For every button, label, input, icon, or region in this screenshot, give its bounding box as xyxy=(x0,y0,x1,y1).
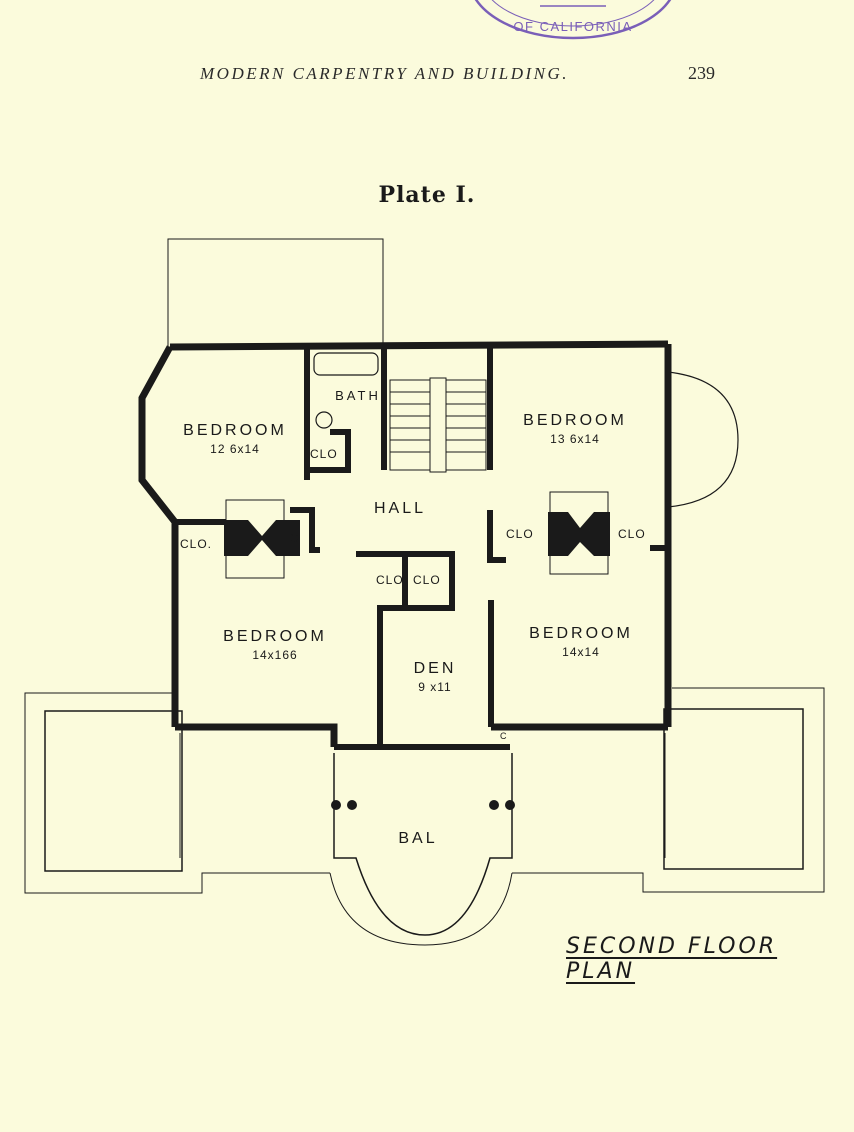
room-bedroom-se-name: BEDROOM xyxy=(529,625,633,642)
closet-label-small-c: C xyxy=(500,731,508,741)
bathtub xyxy=(313,352,379,376)
room-hall: HALL xyxy=(360,500,440,518)
stair-run-west xyxy=(389,379,431,471)
closet-label-east-left: CLO xyxy=(506,527,534,541)
west-porch-outline xyxy=(24,692,330,894)
library-stamp: OF CALIFORNIA xyxy=(474,0,672,40)
closet-label-east-right: CLO xyxy=(618,527,646,541)
room-bedroom-sw-dims: 14x166 xyxy=(252,648,298,662)
room-bedroom-nw-dims: 12 6x14 xyxy=(210,442,260,456)
room-den: DEN 9 x11 xyxy=(395,660,475,694)
room-bedroom-ne: BEDROOM 13 6x14 xyxy=(510,412,640,446)
east-porch-outline xyxy=(512,687,825,893)
room-bedroom-nw-name: BEDROOM xyxy=(183,422,287,439)
balcony-outline xyxy=(333,753,513,936)
wall-east-bedrooms xyxy=(487,510,506,563)
closet-label-bath: CLO xyxy=(310,447,338,461)
wall-bath-west xyxy=(304,347,351,473)
stamp-text: OF CALIFORNIA xyxy=(513,19,632,34)
room-balcony: BAL xyxy=(378,830,458,848)
wall-west-bedrooms-b xyxy=(290,507,320,553)
room-bath: BATH xyxy=(328,388,388,403)
plan-caption: SECOND FLOOR PLAN xyxy=(566,934,778,984)
closet-label-center-right: CLO xyxy=(413,573,441,587)
room-bedroom-sw: BEDROOM 14x166 xyxy=(205,628,345,662)
page-number: 239 xyxy=(688,63,715,83)
washbasin xyxy=(315,411,333,429)
closet-label-center-left: CLO xyxy=(376,573,404,587)
stair-run-east xyxy=(445,379,487,471)
east-porch-railing xyxy=(663,708,804,870)
room-den-name: DEN xyxy=(413,660,457,677)
closet-label-west-c: C xyxy=(290,531,300,545)
room-bedroom-ne-name: BEDROOM xyxy=(523,412,627,429)
running-title: MODERN CARPENTRY AND BUILDING. xyxy=(200,64,570,83)
room-bedroom-nw: BEDROOM 12 6x14 xyxy=(170,422,300,456)
room-bedroom-se-dims: 14x14 xyxy=(562,645,600,659)
exterior-wall-north xyxy=(169,340,669,351)
room-den-dims: 9 x11 xyxy=(418,680,452,694)
exterior-wall-south-west xyxy=(175,723,338,747)
room-bedroom-ne-dims: 13 6x14 xyxy=(550,432,600,446)
room-hall-name: HALL xyxy=(373,500,427,517)
exterior-wall-bay xyxy=(138,345,178,525)
balcony-arc-outer xyxy=(329,872,513,946)
west-chimney xyxy=(224,520,300,556)
room-balcony-name: BAL xyxy=(398,830,438,847)
plate-title: Plate I. xyxy=(378,182,476,208)
room-bedroom-sw-name: BEDROOM xyxy=(223,628,327,645)
east-bay-arc xyxy=(667,371,739,508)
closet-label-west: CLO. xyxy=(180,537,213,551)
roof-outline xyxy=(167,238,384,348)
room-bedroom-se: BEDROOM 14x14 xyxy=(516,625,646,659)
room-bath-name: BATH xyxy=(335,388,381,403)
west-porch-railing xyxy=(44,710,183,872)
wall-center-clo xyxy=(356,551,455,748)
east-chimney xyxy=(548,512,610,556)
